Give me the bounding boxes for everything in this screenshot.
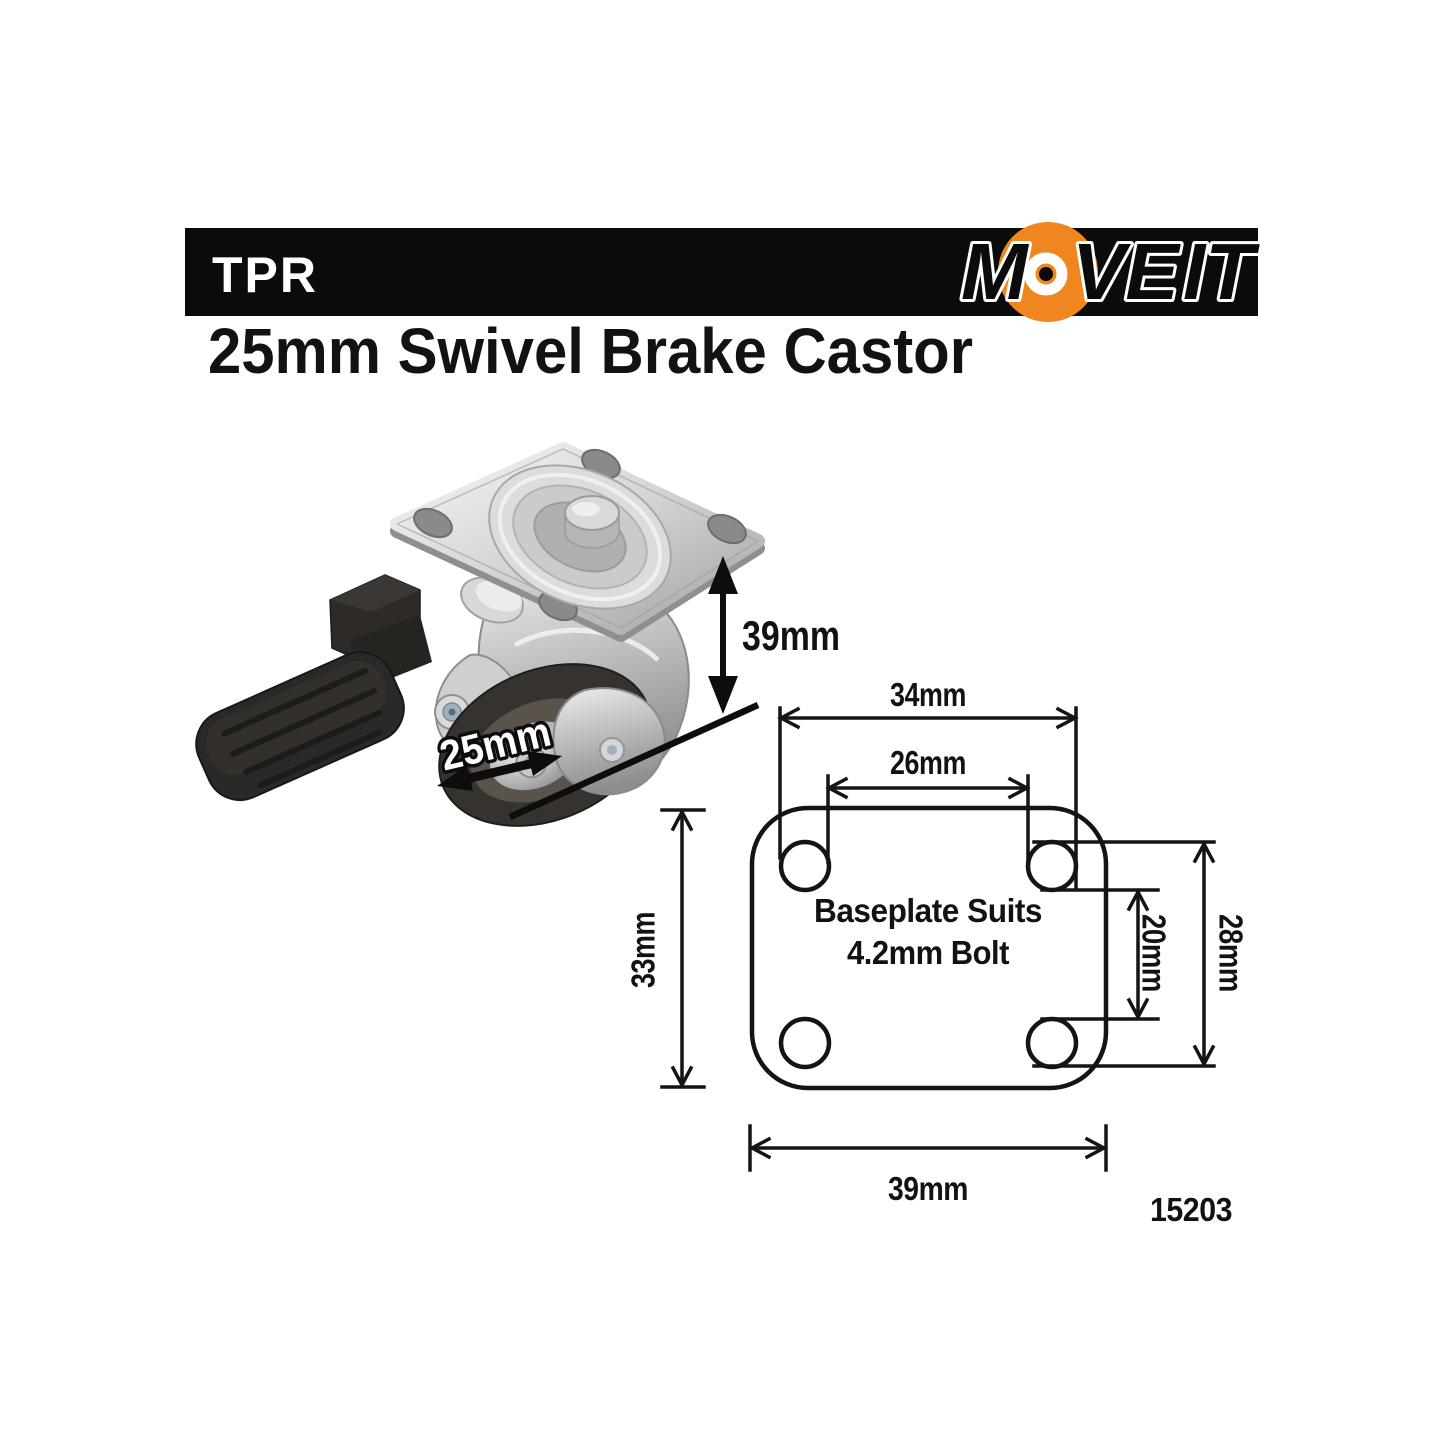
label-34mm: 34mm [890, 676, 966, 713]
arrow-up-icon [1192, 840, 1216, 864]
centre-stud [564, 495, 620, 549]
baseplate-note-line1: Baseplate Suits [814, 892, 1042, 929]
bolt-hole-bottom-left [778, 1016, 832, 1070]
arrow-up-icon [708, 556, 738, 594]
logo-dot-icon [1039, 267, 1053, 281]
arrow-down-icon [1126, 997, 1150, 1021]
brake-pedal [195, 651, 405, 801]
logo-ring-icon [1024, 252, 1068, 296]
dimension-height-39mm: 39mm [708, 556, 840, 714]
baseplate-diagram: Baseplate Suits 4.2mm Bolt 34mm 26mm [625, 676, 1250, 1207]
arrow-right-icon [1007, 776, 1031, 800]
baseplate-outline [749, 805, 1109, 1091]
logo-text-ve: VE [1072, 227, 1181, 316]
dimension-28mm: 28mm [1032, 840, 1250, 1068]
fork-screw-center [607, 745, 617, 755]
arrow-up-icon [670, 808, 694, 832]
hinge-bolt-hex [448, 708, 456, 716]
logo-text-it: IT [1183, 227, 1260, 316]
label-39mm-bottom: 39mm [888, 1170, 968, 1207]
moveit-logo: M VE IT [958, 222, 1263, 322]
page-title: 25mm Swivel Brake Castor [208, 315, 973, 387]
ground-line [508, 702, 760, 820]
dimension-20mm: 20mm [1040, 888, 1173, 1021]
brake-upper-face [330, 575, 420, 612]
logo-text-m: M [961, 227, 1030, 316]
brand-bar: TPR M VE IT [185, 222, 1263, 322]
body-highlight [513, 627, 660, 662]
label-33mm: 33mm [625, 912, 662, 988]
top-plate [390, 442, 765, 642]
dimension-33mm: 33mm [625, 808, 706, 1089]
arrow-right-icon [527, 751, 562, 776]
dimension-39mm-bottom: 39mm [748, 1124, 1108, 1207]
category-label: TPR [212, 247, 318, 303]
product-code: 15203 [1150, 1191, 1232, 1228]
arrow-left-icon [825, 776, 849, 800]
arrow-down-icon [1192, 1044, 1216, 1068]
baseplate-note-line2: 4.2mm Bolt [847, 934, 1009, 971]
bolt-hole-top-left [778, 839, 832, 893]
arrow-right-icon [1055, 706, 1079, 730]
arrow-up-icon [1126, 888, 1150, 912]
height-label: 39mm [742, 612, 840, 659]
label-28mm: 28mm [1213, 914, 1250, 992]
label-26mm: 26mm [890, 744, 966, 781]
dimension-26mm: 26mm [825, 744, 1031, 864]
castor-photo: 39mm 25mm [195, 442, 840, 827]
arrow-down-icon [670, 1065, 694, 1089]
label-20mm: 20mm [1136, 914, 1173, 992]
bolt-hole-top-right [1025, 839, 1079, 893]
brake-lever [195, 574, 432, 801]
arrow-down-icon [708, 676, 738, 714]
arrow-left-icon [437, 765, 473, 791]
arrow-left-icon [777, 706, 801, 730]
arrow-left-icon [748, 1136, 772, 1160]
dimension-34mm: 34mm [777, 676, 1079, 890]
bolt-hole-bottom-right [1025, 1016, 1079, 1070]
arrow-right-icon [1084, 1136, 1108, 1160]
